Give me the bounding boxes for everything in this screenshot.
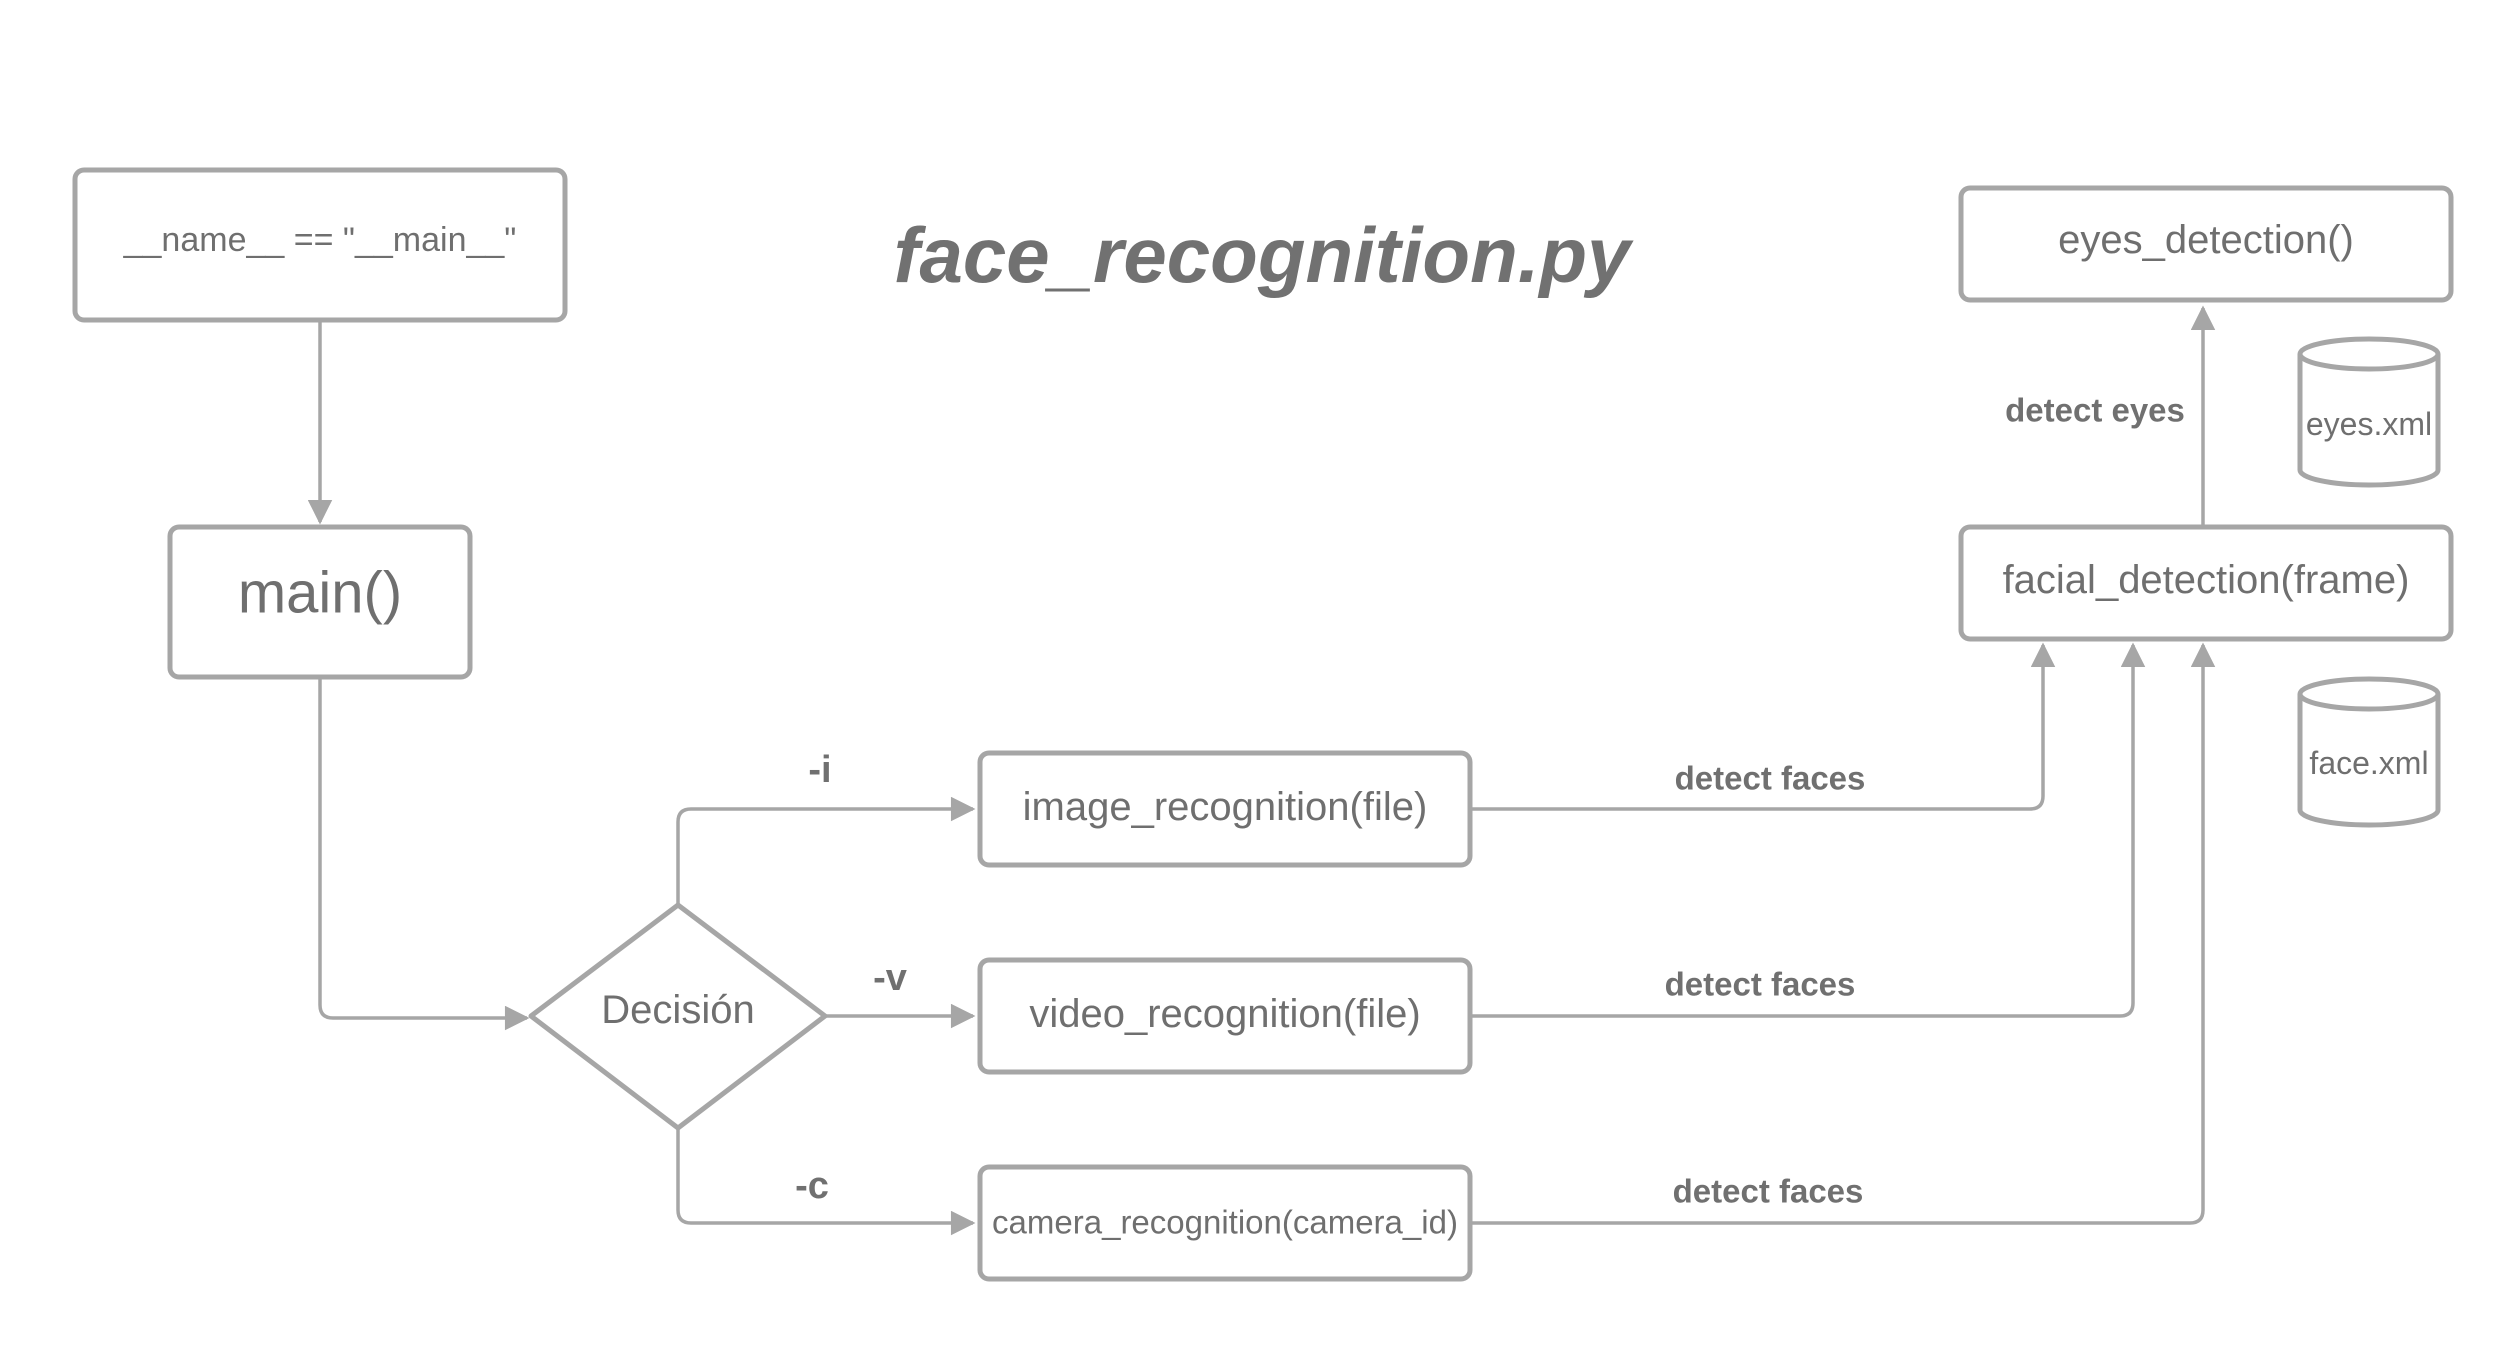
datastore-eyes-xml: eyes.xml bbox=[2297, 336, 2441, 488]
edge-label-detect-faces-video: detect faces bbox=[1665, 966, 1856, 1003]
facial-detection-label: facial_detection(frame) bbox=[2003, 558, 2410, 602]
face-xml-cylinder-body bbox=[2297, 694, 2441, 828]
node-image-recognition: image_recognition(file) bbox=[977, 750, 1473, 868]
edge-video-to-facial bbox=[1470, 642, 2146, 1018]
decision-diamond bbox=[528, 902, 828, 1131]
edge-camera-to-facial bbox=[1470, 642, 2216, 1225]
facial-detection-box bbox=[1958, 524, 2454, 642]
edge-decision-to-camera bbox=[676, 1128, 976, 1236]
eyes-xml-label: eyes.xml bbox=[2306, 406, 2432, 442]
edge-label-flag-v: -v bbox=[873, 957, 907, 999]
face-xml-label: face.xml bbox=[2309, 745, 2428, 781]
name-main-box bbox=[72, 167, 568, 323]
video-recognition-box bbox=[977, 957, 1473, 1075]
face-xml-cylinder-top bbox=[2297, 676, 2441, 712]
node-eyes-detection: eyes_detection() bbox=[1958, 185, 2454, 303]
edges bbox=[307, 305, 2216, 1236]
edge-label-detect-faces-camera: detect faces bbox=[1673, 1173, 1864, 1210]
datastore-face-xml: face.xml bbox=[2297, 676, 2441, 828]
edge-decision-to-image bbox=[676, 796, 976, 905]
node-video-recognition: video_recognition(file) bbox=[977, 957, 1473, 1075]
video-recognition-label: video_recognition(file) bbox=[1029, 992, 1420, 1036]
main-box bbox=[167, 524, 473, 680]
edge-label-flag-i: -i bbox=[808, 749, 831, 791]
diagram-title: face_recognition.py bbox=[894, 211, 1634, 299]
main-label: main() bbox=[238, 561, 402, 626]
edge-main-to-decision bbox=[318, 678, 530, 1031]
node-name-main: __name__ == "__main__" bbox=[72, 167, 568, 323]
camera-recognition-label: camera_recognition(camera_id) bbox=[992, 1204, 1458, 1241]
edge-label-flag-c: -c bbox=[795, 1165, 829, 1207]
node-main: main() bbox=[167, 524, 473, 680]
node-camera-recognition: camera_recognition(camera_id) bbox=[977, 1164, 1473, 1282]
eyes-detection-label: eyes_detection() bbox=[2058, 218, 2354, 262]
node-decision: Decisión bbox=[528, 902, 828, 1131]
eyes-detection-box bbox=[1958, 185, 2454, 303]
decision-label: Decisión bbox=[601, 988, 754, 1032]
node-facial-detection: facial_detection(frame) bbox=[1958, 524, 2454, 642]
edge-label-detect-eyes: detect eyes bbox=[2005, 392, 2185, 429]
name-main-label: __name__ == "__main__" bbox=[123, 221, 517, 259]
eyes-xml-cylinder-top bbox=[2297, 336, 2441, 372]
image-recognition-label: image_recognition(file) bbox=[1023, 785, 1428, 829]
camera-recognition-box bbox=[977, 1164, 1473, 1282]
edge-image-to-facial bbox=[1470, 642, 2056, 811]
eyes-xml-cylinder-body bbox=[2297, 354, 2441, 488]
edge-label-detect-faces-image: detect faces bbox=[1675, 760, 1866, 797]
image-recognition-box bbox=[977, 750, 1473, 868]
